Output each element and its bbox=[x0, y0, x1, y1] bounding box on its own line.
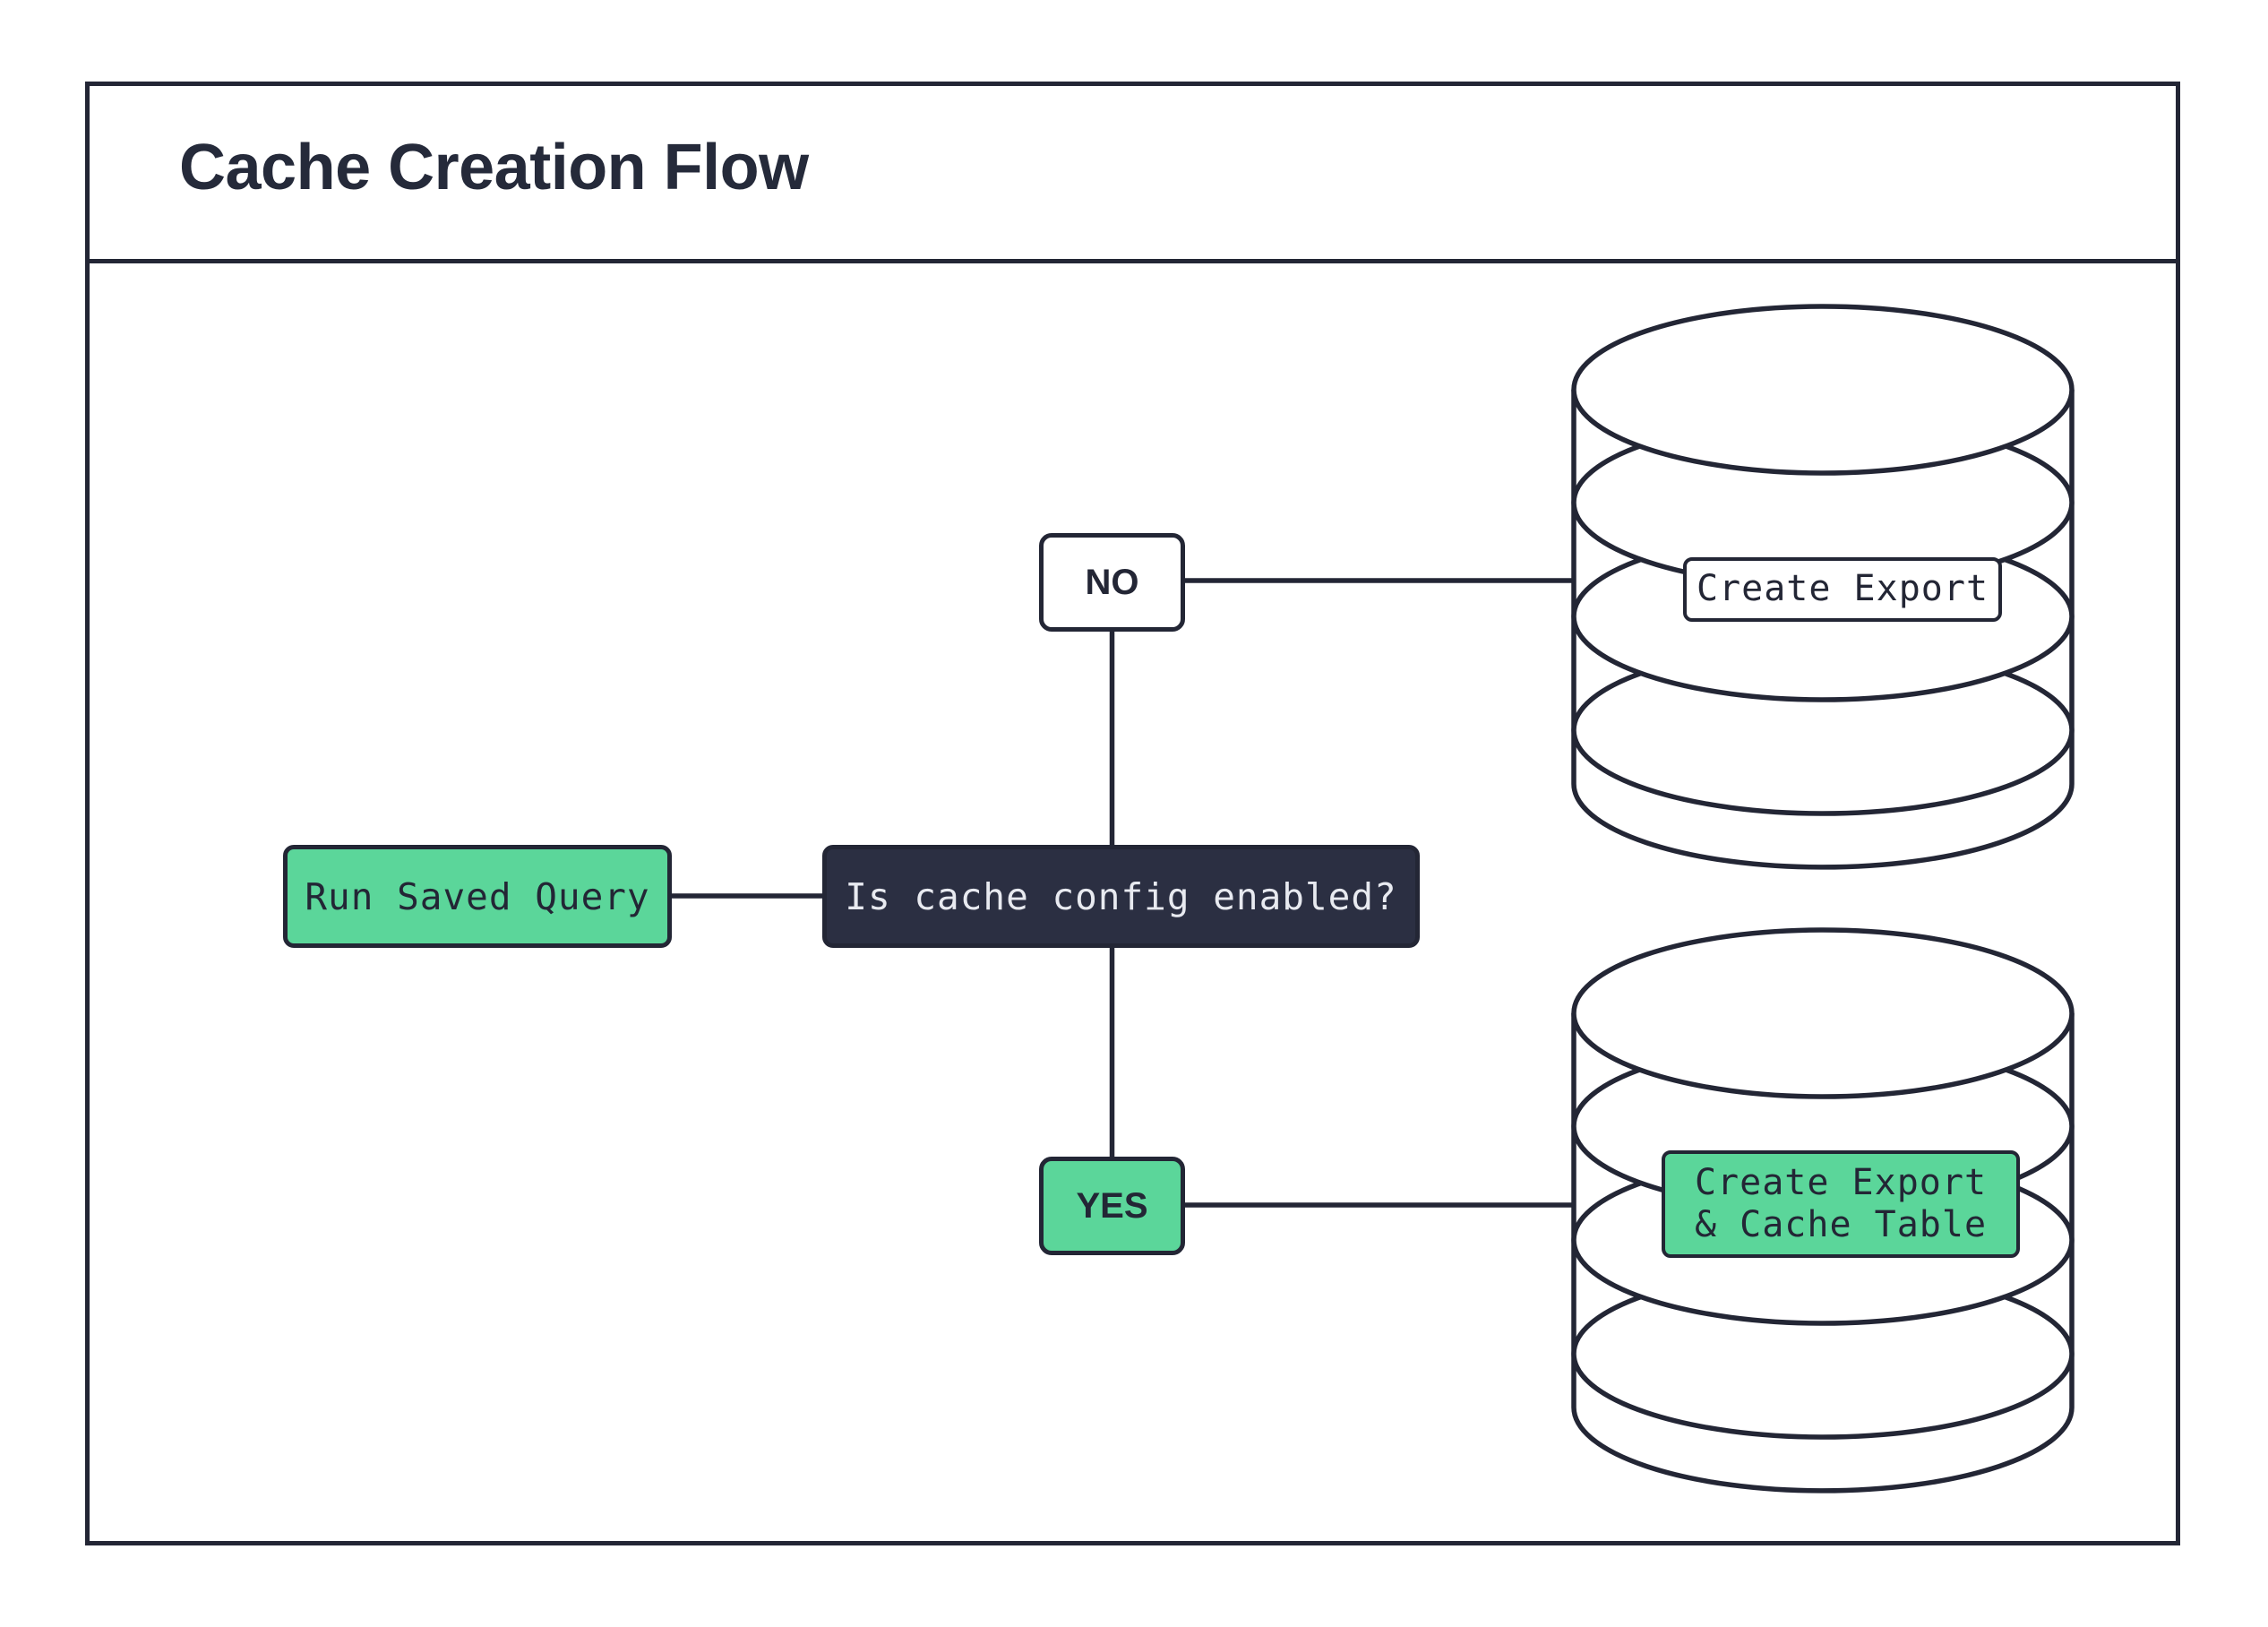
diagram-title-bar: Cache Creation Flow bbox=[85, 82, 2180, 263]
node-branch-no[interactable]: NO bbox=[1039, 533, 1185, 632]
database-bottom-label-line2: & Cache Table bbox=[1694, 1204, 1988, 1245]
page-title: Cache Creation Flow bbox=[179, 132, 809, 203]
database-top-label[interactable]: Create Export bbox=[1683, 557, 2002, 622]
node-run-saved-query[interactable]: Run Saved Query bbox=[283, 845, 672, 948]
database-top-label-text: Create Export bbox=[1696, 568, 1989, 610]
diagram-frame bbox=[85, 82, 2180, 1545]
node-decision-cache-config[interactable]: Is cache config enabled? bbox=[822, 845, 1420, 948]
database-bottom-label-line1: Create Export bbox=[1694, 1161, 1988, 1203]
node-branch-yes[interactable]: YES bbox=[1039, 1157, 1185, 1255]
database-bottom-label[interactable]: Create Export & Cache Table bbox=[1662, 1150, 2020, 1258]
